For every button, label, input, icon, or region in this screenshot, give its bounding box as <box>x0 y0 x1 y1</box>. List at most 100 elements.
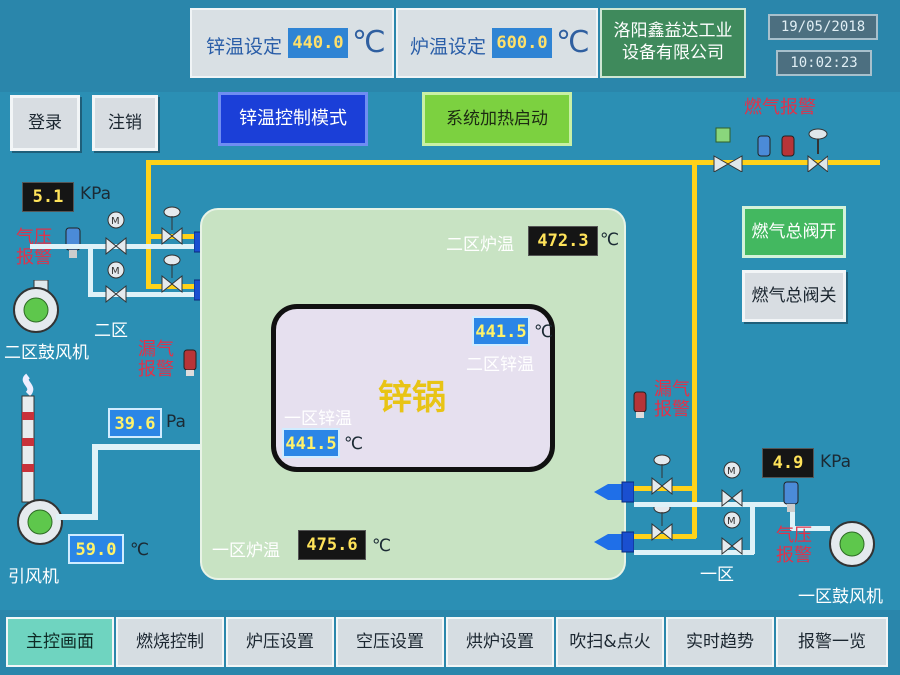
tab-combustion-control[interactable]: 燃烧控制 <box>116 617 224 667</box>
tab-furnace-pressure[interactable]: 炉压设置 <box>226 617 334 667</box>
zone2-blower-icon[interactable] <box>8 280 68 336</box>
zone1-air-pressure-alarm-label: 气压 报警 <box>770 526 818 566</box>
tab-air-pressure[interactable]: 空压设置 <box>336 617 444 667</box>
zone2-air-pressure-unit: KPa <box>80 184 112 204</box>
zone2-leak-alarm-label: 漏气 报警 <box>136 340 176 380</box>
zone2-air-valves: M M <box>105 211 127 304</box>
tab-main-screen[interactable]: 主控画面 <box>6 617 114 667</box>
gas-pipe-right-branch-bottom <box>630 534 696 539</box>
draft-pressure-unit: Pa <box>166 412 186 432</box>
company-name: 洛阳鑫益达工业 设备有限公司 <box>600 8 746 78</box>
zinc-temp-setpoint-unit: ℃ <box>352 25 386 60</box>
zinc-temp-control-mode-button[interactable]: 锌温控制模式 <box>218 92 368 146</box>
tab-purge-ignition[interactable]: 吹扫&点火 <box>556 617 664 667</box>
tab-realtime-trend[interactable]: 实时趋势 <box>666 617 774 667</box>
zone1-furnace-temp-label: 一区炉温 <box>212 541 280 561</box>
zone2-zinc-temp-label: 二区锌温 <box>466 355 534 375</box>
zone2-furnace-temp-value: 472.3 <box>528 226 598 256</box>
exhaust-temp-value: 59.0 <box>68 534 124 564</box>
login-button[interactable]: 登录 <box>10 95 80 151</box>
zone2-zinc-temp-value: 441.5 <box>472 316 530 346</box>
zone2-air-pressure-value: 5.1 <box>22 182 74 212</box>
air-pipe-left-main <box>54 244 204 249</box>
company-name-line1: 洛阳鑫益达工业 <box>613 21 733 41</box>
zinc-temp-setpoint-panel: 锌温设定 440.0 ℃ <box>190 8 394 78</box>
zone1-furnace-temp-value: 475.6 <box>298 530 366 560</box>
zone1-blower-label: 一区鼓风机 <box>798 587 883 607</box>
gas-leak-light-icon <box>757 135 771 157</box>
air-pipe-right-upper <box>634 502 794 507</box>
gas-pipe-left-riser <box>146 160 151 286</box>
svg-text:M: M <box>727 516 736 527</box>
zone2-furnace-temp-label: 二区炉温 <box>446 235 514 255</box>
zone2-leak-alarm-light-icon <box>183 349 197 376</box>
svg-text:M: M <box>111 266 120 277</box>
exhaust-duct-top <box>92 444 202 450</box>
air-pipe-right-lower <box>634 550 754 555</box>
gas-main-pipe <box>146 160 880 165</box>
air-pipe-right-blower <box>790 502 795 530</box>
zone1-gas-valves <box>651 454 673 542</box>
zone1-burner-upper-icon <box>594 481 634 503</box>
zone1-air-pressure-value: 4.9 <box>762 448 814 478</box>
zinc-temp-setpoint-value[interactable]: 440.0 <box>288 28 348 58</box>
exhaust-duct-vertical <box>92 444 98 520</box>
gas-valve-group <box>713 127 828 172</box>
air-pipe-left-vertical <box>88 244 93 296</box>
zone1-zinc-temp-label: 一区锌温 <box>284 409 352 429</box>
zone2-gas-valves <box>161 206 183 294</box>
gas-alarm-light-icon <box>781 135 795 157</box>
zinc-pot-label: 锌锅 <box>378 378 446 418</box>
svg-text:M: M <box>727 466 736 477</box>
tab-alarm-list[interactable]: 报警一览 <box>776 617 888 667</box>
furnace-temp-setpoint-value[interactable]: 600.0 <box>492 28 552 58</box>
furnace-temp-setpoint-panel: 炉温设定 600.0 ℃ <box>396 8 598 78</box>
zone1-zinc-temp-unit: ℃ <box>344 434 364 454</box>
furnace-temp-setpoint-unit: ℃ <box>556 25 590 60</box>
zone1-pressure-sensor-icon <box>783 481 799 512</box>
air-pipe-right-vertical <box>750 502 755 554</box>
zone1-leak-alarm-line1: 漏气 <box>654 379 690 400</box>
gas-main-valve-close-button[interactable]: 燃气总阀关 <box>742 270 846 322</box>
svg-text:M: M <box>111 216 120 227</box>
zone1-leak-alarm-light-icon <box>633 391 647 418</box>
exhaust-duct-horizontal <box>56 514 96 520</box>
zone1-furnace-temp-unit: ℃ <box>372 536 392 556</box>
logout-button[interactable]: 注销 <box>92 95 158 151</box>
air-pipe-left-lower <box>88 292 204 297</box>
zone2-pressure-sensor-icon <box>65 227 81 258</box>
system-heating-start-button[interactable]: 系统加热启动 <box>422 92 572 146</box>
zone1-burner-lower-icon <box>594 531 634 553</box>
zone1-leak-alarm-line2: 报警 <box>654 399 690 420</box>
zone1-leak-alarm-label: 漏气 报警 <box>652 380 692 420</box>
gas-pipe-right-branch-top <box>630 486 696 491</box>
zone2-air-pressure-alarm-line1: 气压 <box>16 227 52 248</box>
zone1-zinc-temp-value: 441.5 <box>282 428 340 458</box>
zone2-leak-alarm-line1: 漏气 <box>138 339 174 360</box>
zone2-zinc-temp-unit: ℃ <box>534 322 554 342</box>
induced-fan-icon[interactable] <box>10 494 70 552</box>
date-display: 19/05/2018 <box>768 14 878 40</box>
furnace-temp-setpoint-label: 炉温设定 <box>410 36 487 58</box>
zone2-furnace-temp-unit: ℃ <box>600 230 620 250</box>
draft-pressure-value: 39.6 <box>108 408 162 438</box>
zone2-leak-alarm-line2: 报警 <box>138 359 174 380</box>
gas-main-valve-open-button[interactable]: 燃气总阀开 <box>742 206 846 258</box>
exhaust-temp-unit: ℃ <box>130 540 150 560</box>
company-name-line2: 设备有限公司 <box>622 43 724 63</box>
zone2-air-pressure-alarm-label: 气压 报警 <box>10 228 58 268</box>
zone2-blower-label: 二区鼓风机 <box>4 343 89 363</box>
zone2-label: 二区 <box>94 321 128 341</box>
gas-pipe-right-riser <box>692 160 697 538</box>
zone1-air-pressure-unit: KPa <box>820 452 852 472</box>
air-pipe-left-blower <box>30 244 58 249</box>
zone1-air-pressure-alarm-line2: 报警 <box>776 545 812 566</box>
induced-fan-label: 引风机 <box>8 567 59 587</box>
zone2-air-pressure-alarm-line2: 报警 <box>16 247 52 268</box>
zinc-temp-setpoint-label: 锌温设定 <box>206 36 283 58</box>
zone1-air-valves: M M <box>721 461 743 556</box>
time-display: 10:02:23 <box>776 50 872 76</box>
tab-oven-drying[interactable]: 烘炉设置 <box>446 617 554 667</box>
zone1-blower-icon[interactable] <box>824 518 884 574</box>
zone1-air-pressure-alarm-line1: 气压 <box>776 525 812 546</box>
